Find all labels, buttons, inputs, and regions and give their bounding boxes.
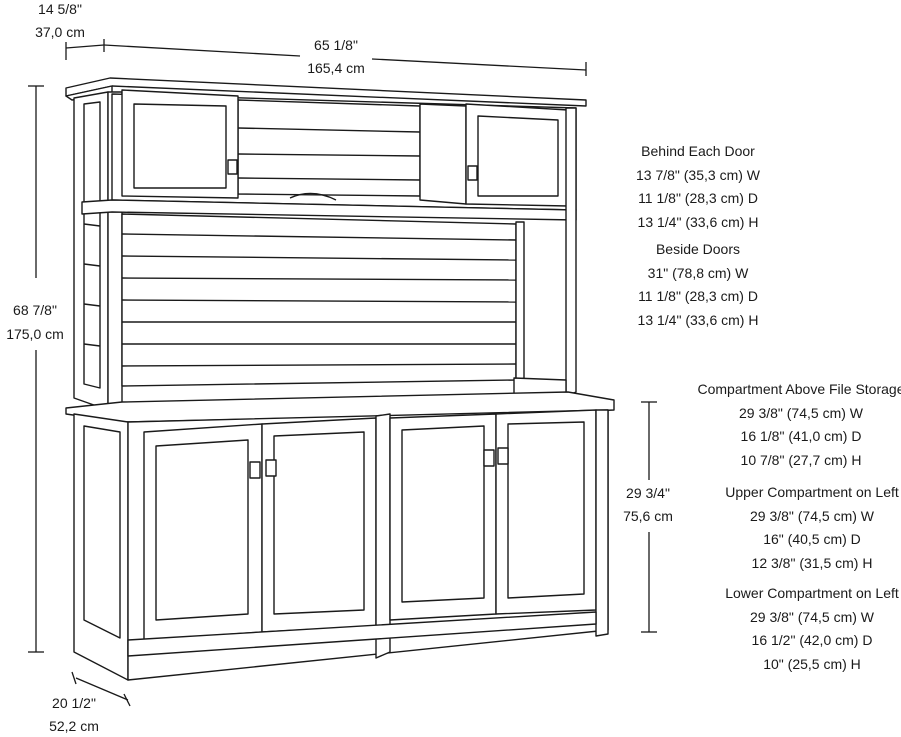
base-specs-lower-left: Lower Compartment on Left 29 3/8" (74,5 … — [702, 582, 901, 676]
spec-row-width: 13 7/8" (35,3 cm) W — [635, 166, 760, 183]
spec-row-height: 10" (25,5 cm) H — [763, 655, 861, 672]
depth-base-inches: 20 1/2" — [52, 695, 96, 711]
spec-row-width: 29 3/8" (74,5 cm) W — [749, 608, 874, 625]
hutch-specs-behind-door: Behind Each Door 13 7/8" (35,3 cm) W 11 … — [612, 140, 784, 234]
width-inches: 65 1/8" — [314, 37, 358, 53]
base-height-label: 29 3/4" 75,6 cm — [614, 485, 682, 525]
spec-row-depth: 11 1/8" (28,3 cm) D — [638, 190, 758, 207]
spec-row-depth: 11 1/8" (28,3 cm) D — [638, 288, 758, 305]
spec-row-height: 13 1/4" (33,6 cm) H — [637, 213, 759, 230]
spec-heading: Compartment Above File Storage — [697, 381, 901, 397]
spec-row-width: 29 3/8" (74,5 cm) W — [749, 507, 874, 524]
height-label: 68 7/8" 175,0 cm — [0, 302, 70, 343]
hutch-upper-cabinet — [81, 89, 577, 221]
base-body — [73, 409, 609, 681]
base-specs-upper-left: Upper Compartment on Left 29 3/8" (74,5 … — [702, 481, 901, 575]
hutch-left-side — [73, 91, 123, 413]
depth-top-cm: 37,0 cm — [35, 24, 85, 40]
width-cm: 165,4 cm — [307, 60, 365, 76]
width-label: 65 1/8" 165,4 cm — [300, 37, 372, 77]
spec-row-width: 31" (78,8 cm) W — [647, 264, 749, 281]
hutch-back-panel — [121, 213, 517, 387]
depth-top-label: 14 5/8" 37,0 cm — [30, 1, 90, 41]
depth-top-inches: 14 5/8" — [38, 1, 82, 17]
depth-base-label: 20 1/2" 52,2 cm — [42, 695, 106, 735]
spec-heading: Behind Each Door — [641, 143, 755, 159]
hutch-right-post — [513, 107, 577, 397]
spec-row-width: 29 3/8" (74,5 cm) W — [738, 404, 863, 421]
dimension-lines — [28, 39, 657, 707]
base-height-cm: 75,6 cm — [623, 508, 673, 524]
spec-heading: Upper Compartment on Left — [725, 484, 899, 500]
spec-row-height: 13 1/4" (33,6 cm) H — [637, 311, 759, 328]
spec-row-depth: 16 1/8" (41,0 cm) D — [740, 428, 862, 445]
hutch-specs-beside-doors: Beside Doors 31" (78,8 cm) W 11 1/8" (28… — [612, 238, 784, 332]
base-height-inches: 29 3/4" — [626, 485, 670, 501]
height-cm: 175,0 cm — [6, 326, 64, 342]
spec-row-height: 12 3/8" (31,5 cm) H — [751, 554, 873, 571]
hutch-top — [65, 77, 587, 107]
spec-row-depth: 16" (40,5 cm) D — [763, 531, 861, 548]
base-specs-region: Compartment Above File Storage 29 3/8" (… — [600, 370, 901, 690]
spec-row-depth: 16 1/2" (42,0 cm) D — [751, 632, 873, 649]
spec-heading: Beside Doors — [655, 241, 741, 257]
spec-row-height: 10 7/8" (27,7 cm) H — [740, 451, 862, 468]
depth-base-cm: 52,2 cm — [49, 718, 99, 734]
spec-heading: Lower Compartment on Left — [725, 585, 899, 601]
base-specs-above-file: Compartment Above File Storage 29 3/8" (… — [683, 378, 901, 472]
height-inches: 68 7/8" — [13, 302, 57, 318]
